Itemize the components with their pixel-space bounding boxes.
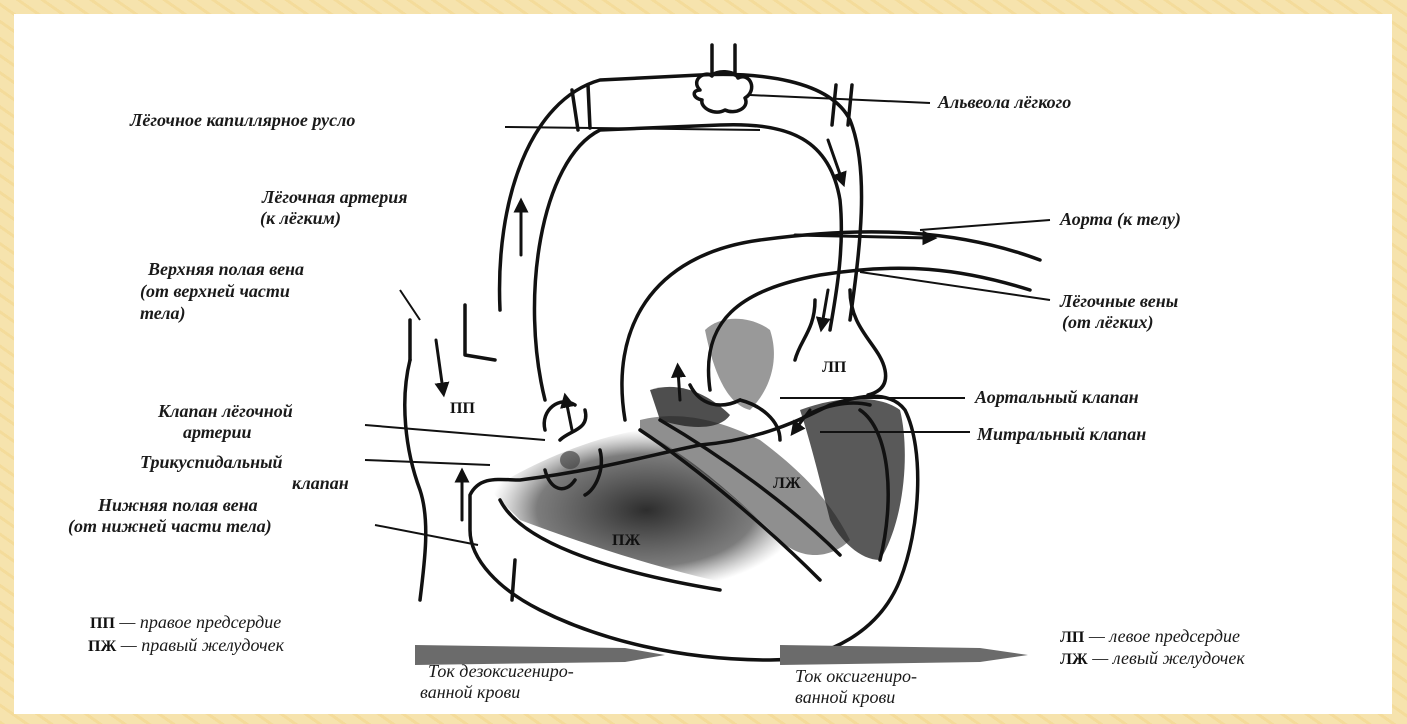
- legend-oxy-line2: ванной крови: [795, 687, 895, 707]
- label-capillary-bed: Лёгочное капиллярное русло: [129, 110, 355, 130]
- label-superior-vena-cava-sub1: (от верхней части: [140, 281, 290, 302]
- chamber-rv: ПЖ: [612, 532, 640, 549]
- label-superior-vena-cava-sub2: тела): [140, 303, 186, 324]
- label-tricuspid-valve: Трикуспидальный: [140, 452, 283, 472]
- label-pulmonary-valve-sub: артерии: [183, 422, 252, 442]
- label-superior-vena-cava: Верхняя полая вена: [147, 259, 304, 279]
- label-pulmonary-artery-sub: (к лёгким): [260, 208, 341, 229]
- legend-ra: ПП — правое предсердие: [90, 612, 281, 632]
- label-aorta: Аорта (к телу): [1059, 209, 1181, 230]
- legend: ПП — правое предсердие ПЖ — правый желуд…: [88, 612, 1245, 707]
- label-inferior-vena-cava-sub: (от нижней части тела): [68, 516, 272, 537]
- label-pulmonary-veins-sub: (от лёгких): [1062, 312, 1154, 333]
- left-atrium: [795, 290, 886, 395]
- label-aortic-valve: Аортальный клапан: [974, 387, 1139, 407]
- label-pulmonary-veins: Лёгочные вены: [1059, 291, 1178, 311]
- legend-oxy-line1: Ток оксигениро-: [795, 666, 917, 686]
- legend-rv: ПЖ — правый желудочек: [88, 635, 285, 655]
- oxygenated-flow-arrow: [780, 645, 1028, 665]
- label-mitral-valve: Митральный клапан: [976, 424, 1146, 444]
- label-pulmonary-artery: Лёгочная артерия: [261, 187, 408, 207]
- legend-lv: ЛЖ — левый желудочек: [1060, 648, 1245, 668]
- label-alveola: Альвеола лёгкого: [937, 92, 1071, 112]
- label-pulmonary-valve: Клапан лёгочной: [157, 401, 293, 421]
- legend-deoxy-line2: ванной крови: [420, 682, 520, 702]
- label-tricuspid-valve-sub: клапан: [292, 473, 349, 493]
- legend-deoxy-line1: Ток дезоксигениро-: [428, 661, 574, 681]
- chamber-ra: ПП: [450, 400, 475, 417]
- chamber-la: ЛП: [822, 359, 847, 376]
- chamber-lv: ЛЖ: [773, 475, 801, 492]
- label-inferior-vena-cava: Нижняя полая вена: [97, 495, 258, 515]
- legend-la: ЛП — левое предсердие: [1060, 626, 1240, 646]
